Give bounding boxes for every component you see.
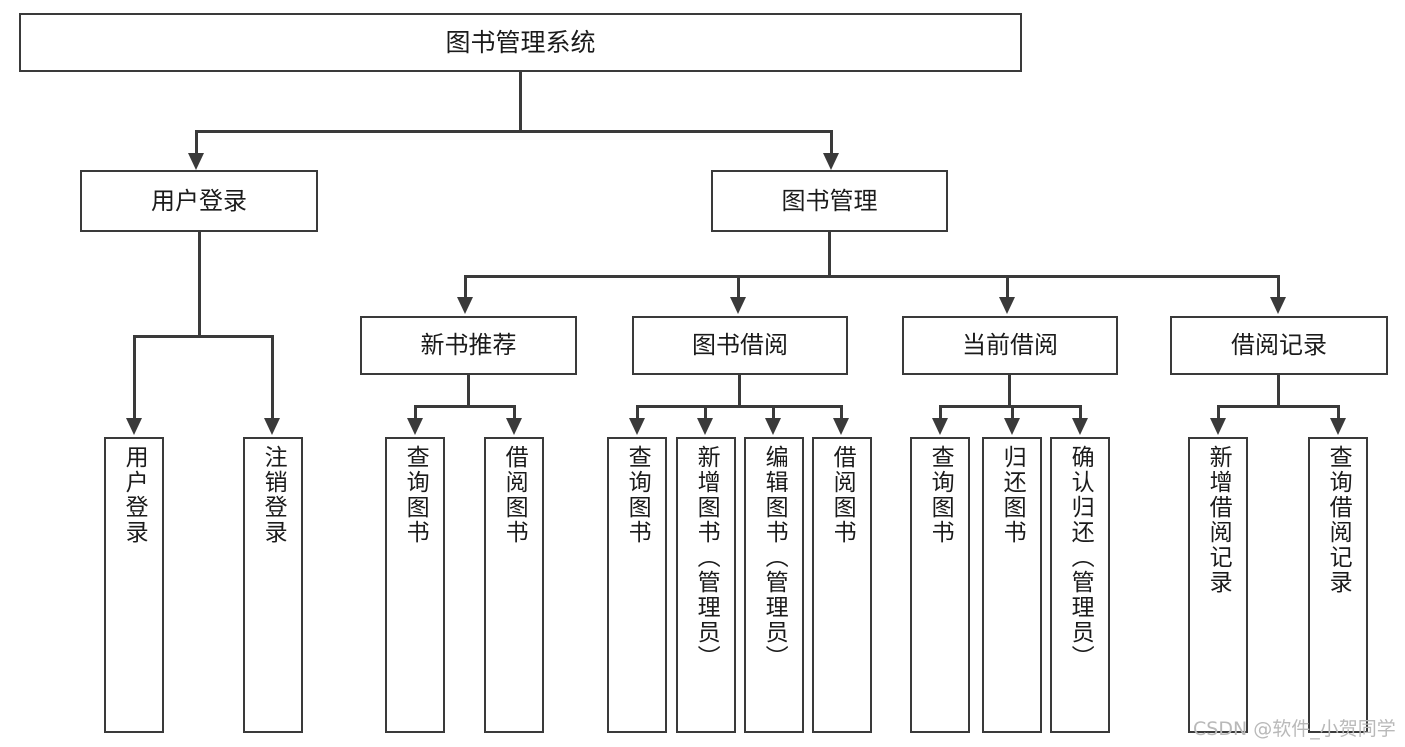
arrowhead-new-book-rec-leaf-1 (407, 418, 423, 435)
node-label: 注销登录 (260, 445, 287, 545)
connector-user-login-to-leaf-1 (133, 335, 136, 421)
node-label: 查询图书 (927, 445, 954, 545)
arrowhead-book-borrow-leaf-2 (697, 418, 713, 435)
connector-root-bus (195, 130, 833, 133)
node-label: 编辑图书（管理员） (761, 445, 788, 670)
node-current-borrowing[interactable]: 当前借阅 (902, 316, 1118, 375)
node-label: 图书管理系统 (445, 27, 596, 57)
connector-new-book-rec-to-leaf-1 (414, 405, 417, 421)
arrowhead-borrow-record-leaf-1 (1210, 418, 1226, 435)
connector-current-borrow-to-leaf-3 (1079, 405, 1082, 421)
connector-root-stem (519, 72, 522, 131)
arrowhead-book-borrow-leaf-1 (629, 418, 645, 435)
node-leaf-query-book[interactable]: 查询图书 (607, 437, 667, 733)
arrowhead-to-current-borrow (999, 297, 1015, 314)
connector-book-manage-stem (828, 232, 831, 277)
node-leaf-query-book-current[interactable]: 查询图书 (910, 437, 970, 733)
connector-borrow-record-to-leaf-1 (1217, 405, 1220, 421)
arrowhead-current-borrow-leaf-1 (932, 418, 948, 435)
node-label: 借阅图书 (829, 445, 856, 545)
node-label: 新书推荐 (420, 331, 517, 360)
arrowhead-user-login-to-leaf-2 (264, 418, 280, 435)
connector-borrow-record-to-leaf-2 (1337, 405, 1340, 421)
node-label: 用户登录 (121, 445, 148, 545)
connector-user-login-to-leaf-2 (271, 335, 274, 421)
connector-borrow-record-bus (1217, 405, 1338, 408)
arrowhead-to-new-book-rec (457, 297, 473, 314)
connector-root-to-user-login (195, 130, 198, 157)
node-leaf-query-borrow-record[interactable]: 查询借阅记录 (1308, 437, 1368, 733)
node-leaf-return-book[interactable]: 归还图书 (982, 437, 1042, 733)
connector-book-borrow-to-leaf-4 (840, 405, 843, 421)
connector-current-borrow-to-leaf-2 (1011, 405, 1014, 421)
node-label: 归还图书 (999, 445, 1026, 545)
connector-borrow-record-stem (1277, 375, 1280, 407)
node-label: 查询图书 (624, 445, 651, 545)
node-label: 查询图书 (402, 445, 429, 545)
arrowhead-user-login-to-leaf-1 (126, 418, 142, 435)
connector-new-book-rec-stem (467, 375, 470, 407)
node-book-borrowing[interactable]: 图书借阅 (632, 316, 848, 375)
node-label: 确认归还（管理员） (1067, 445, 1094, 670)
node-leaf-add-borrow-record[interactable]: 新增借阅记录 (1188, 437, 1248, 733)
connector-book-manage-to-borrow-record (1277, 275, 1280, 299)
node-label: 借阅图书 (501, 445, 528, 545)
node-book-management[interactable]: 图书管理 (711, 170, 948, 232)
arrowhead-root-to-user-login (188, 153, 204, 170)
arrowhead-book-borrow-leaf-3 (765, 418, 781, 435)
node-label: 图书管理 (781, 186, 878, 215)
connector-user-login-bus (133, 335, 273, 338)
node-leaf-edit-book-admin[interactable]: 编辑图书（管理员） (744, 437, 804, 733)
node-label: 借阅记录 (1231, 331, 1327, 360)
connector-book-borrow-to-leaf-1 (636, 405, 639, 421)
connector-book-manage-bus (464, 275, 1278, 278)
node-leaf-query-book-rec[interactable]: 查询图书 (385, 437, 445, 733)
arrowhead-root-to-book-manage (823, 153, 839, 170)
node-leaf-user-login[interactable]: 用户登录 (104, 437, 164, 733)
arrowhead-book-borrow-leaf-4 (833, 418, 849, 435)
node-leaf-lend-book[interactable]: 借阅图书 (812, 437, 872, 733)
connector-book-manage-to-book-borrow (737, 275, 740, 299)
node-label: 新增借阅记录 (1205, 445, 1232, 595)
node-label: 当前借阅 (962, 331, 1058, 360)
node-book-management-system[interactable]: 图书管理系统 (19, 13, 1022, 72)
connector-current-borrow-bus (939, 405, 1081, 408)
node-user-login[interactable]: 用户登录 (80, 170, 318, 232)
connector-book-manage-to-current-borrow (1006, 275, 1009, 299)
arrowhead-to-book-borrow (730, 297, 746, 314)
connector-book-borrow-to-leaf-2 (704, 405, 707, 421)
node-leaf-user-logout[interactable]: 注销登录 (243, 437, 303, 733)
node-label: 新增图书（管理员） (693, 445, 720, 670)
connector-book-borrow-to-leaf-3 (772, 405, 775, 421)
connector-current-borrow-stem (1008, 375, 1011, 407)
node-label: 图书借阅 (692, 331, 788, 360)
connector-book-borrow-stem (738, 375, 741, 407)
node-leaf-add-book-admin[interactable]: 新增图书（管理员） (676, 437, 736, 733)
node-leaf-confirm-return-admin[interactable]: 确认归还（管理员） (1050, 437, 1110, 733)
arrowhead-to-borrow-record (1270, 297, 1286, 314)
connector-new-book-rec-bus (414, 405, 514, 408)
connector-root-to-book-manage (830, 130, 833, 157)
connector-current-borrow-to-leaf-1 (939, 405, 942, 421)
arrowhead-new-book-rec-leaf-2 (506, 418, 522, 435)
arrowhead-current-borrow-leaf-2 (1004, 418, 1020, 435)
node-label: 查询借阅记录 (1325, 445, 1352, 595)
connector-user-login-stem (198, 232, 201, 337)
connector-new-book-rec-to-leaf-2 (513, 405, 516, 421)
node-label: 用户登录 (151, 186, 247, 215)
connector-book-manage-to-new-book-rec (464, 275, 467, 299)
connector-book-borrow-bus (636, 405, 843, 408)
arrowhead-borrow-record-leaf-2 (1330, 418, 1346, 435)
node-leaf-borrow-book-rec[interactable]: 借阅图书 (484, 437, 544, 733)
arrowhead-current-borrow-leaf-3 (1072, 418, 1088, 435)
node-new-book-recommendation[interactable]: 新书推荐 (360, 316, 577, 375)
node-borrowing-record[interactable]: 借阅记录 (1170, 316, 1388, 375)
